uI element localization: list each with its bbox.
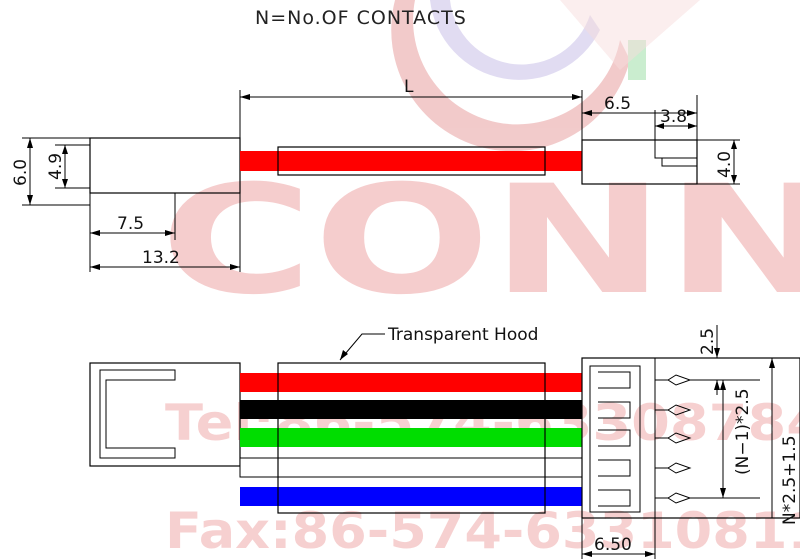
dim-total-width: N*2.5+1.5 — [780, 435, 800, 525]
hood-label: Transparent Hood — [387, 325, 538, 345]
dim-6-5: 6.5 — [604, 94, 631, 114]
dim-3-8: 3.8 — [660, 107, 687, 127]
hood-top — [277, 146, 546, 176]
dim-2-5: 2.5 — [698, 328, 718, 355]
wire-top-red — [240, 151, 582, 171]
wire-black — [240, 400, 582, 419]
dim-n-minus-1-pitch: (N−1)*2.5 — [733, 388, 753, 475]
watermark: CONN Tel:86-574-63308784 Fax:86-574-6331… — [160, 0, 800, 559]
dim-6-0: 6.0 — [11, 159, 31, 186]
dim-13-2: 13.2 — [142, 248, 180, 268]
dim-4-9: 4.9 — [46, 153, 66, 180]
watermark-logo — [391, 0, 700, 152]
wire-blue — [240, 487, 582, 506]
dim-7-5: 7.5 — [117, 214, 144, 234]
watermark-fax: Fax:86-574-63310811 — [165, 502, 800, 559]
right-housing-top — [581, 139, 698, 185]
bottom-view: Transparent Hood — [89, 325, 800, 559]
dim-6-50: 6.50 — [594, 535, 632, 555]
wire-white — [239, 457, 583, 478]
dim-4-0: 4.0 — [715, 151, 735, 178]
wire-green — [240, 428, 582, 447]
top-view: 6.0 4.9 7.5 13.2 L 6.5 — [11, 77, 740, 272]
contacts-note: N=No.OF CONTACTS — [255, 7, 467, 29]
length-label: L — [404, 77, 414, 97]
wire-red — [240, 373, 582, 392]
hood-front — [277, 362, 546, 514]
watermark-brand: CONN — [160, 154, 800, 328]
